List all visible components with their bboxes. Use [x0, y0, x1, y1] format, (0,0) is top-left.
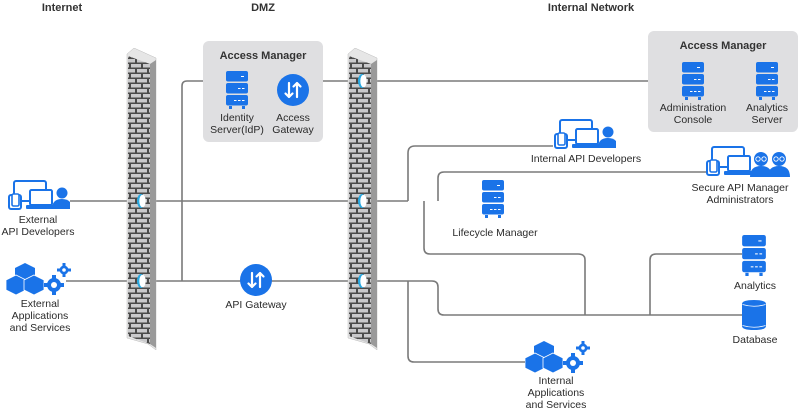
- analytics-server-label: Analytics Server: [745, 102, 789, 126]
- lifecycle-manager-icon: [482, 180, 504, 218]
- firewall-dmz-internal: [347, 48, 378, 350]
- internal-api-developers-label: Internal API Developers: [530, 153, 642, 165]
- wire-apps-trunk: [408, 280, 742, 316]
- admin-person: [750, 152, 772, 177]
- external-applications-icon: [6, 263, 71, 295]
- zone-title-dmz: DMZ: [251, 2, 275, 14]
- firewall-port: [137, 194, 146, 208]
- internal-applications-label: Internal Applications and Services: [525, 375, 587, 411]
- zone-title-internal-network: Internal Network: [547, 2, 635, 14]
- wire-analytics: [649, 253, 742, 315]
- wire-secure-admins: [437, 171, 706, 201]
- firewall-port: [137, 274, 146, 288]
- firewall-port: [358, 74, 367, 88]
- firewall-internet-dmz: [126, 48, 157, 350]
- lifecycle-manager-label: Lifecycle Manager: [452, 227, 538, 239]
- wire-internal-api-devs: [407, 145, 553, 201]
- internal-api-developers-icon: [554, 119, 616, 149]
- secure-api-manager-administrators-label: Secure API Manager Administrators: [691, 182, 789, 206]
- database-icon: [742, 300, 766, 330]
- firewall-port: [358, 194, 367, 208]
- dmz-access-manager-title: Access Manager: [219, 50, 307, 62]
- administration-console-icon: [682, 62, 704, 100]
- identity-server-label: Identity Server(IdP): [210, 112, 264, 136]
- zone-title-internet: Internet: [41, 2, 83, 14]
- access-gateway-label: Access Gateway: [272, 112, 314, 136]
- wire-dmz-vertical: [181, 80, 203, 281]
- database-label: Database: [732, 334, 778, 346]
- internal-applications-icon: [525, 341, 590, 373]
- analytics-label: Analytics: [733, 280, 777, 292]
- admin-person: [768, 152, 790, 177]
- firewall-port: [358, 274, 367, 288]
- external-api-developers-label: External API Developers: [1, 214, 75, 238]
- external-applications-label: External Applications and Services: [9, 298, 71, 334]
- wire-lifecycle: [423, 201, 586, 315]
- api-gateway-label: API Gateway: [225, 299, 287, 311]
- secure-api-manager-administrators-icon: [706, 146, 790, 177]
- wire-internal-apps: [407, 281, 526, 363]
- analytics-server-icon: [756, 62, 778, 100]
- administration-console-label: Administration Console: [659, 102, 727, 126]
- external-api-developers-icon: [8, 180, 70, 210]
- internal-access-manager-title: Access Manager: [679, 40, 767, 52]
- access-gateway-icon: [277, 74, 309, 106]
- api-gateway-icon: [240, 264, 272, 296]
- identity-server-icon: [226, 71, 248, 109]
- analytics-icon: [742, 235, 766, 276]
